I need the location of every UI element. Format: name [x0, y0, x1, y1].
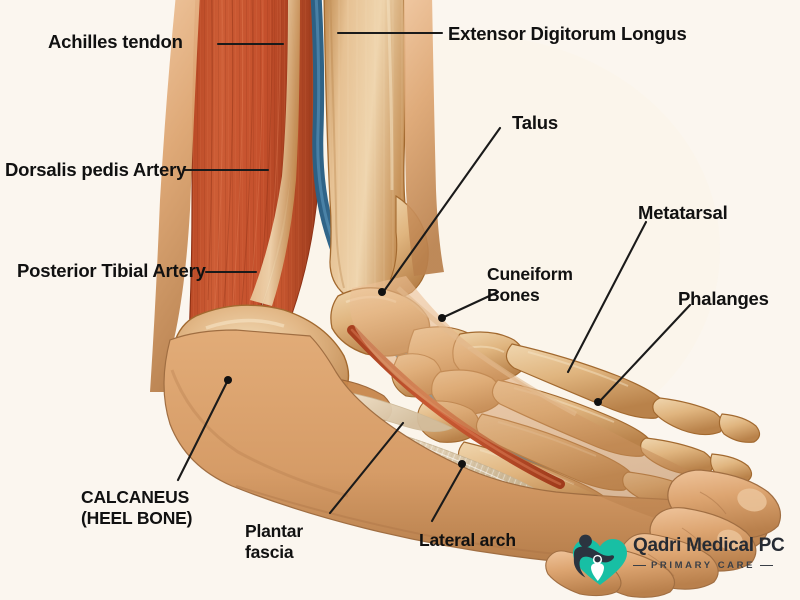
label-cuneiform-bones: Cuneiform Bones: [487, 264, 573, 305]
label-achilles-tendon: Achilles tendon: [48, 31, 183, 52]
extensor-digitorum-longus-tendon: [396, 286, 578, 417]
heart-with-caregiver-figure-icon: [573, 534, 627, 585]
toes: [545, 469, 781, 598]
leader-talus: [382, 126, 502, 293]
tagline-rule-right: [760, 564, 774, 567]
logo-brand-name: Qadri Medical PC: [633, 535, 785, 556]
leader-phalanges: [598, 303, 692, 403]
label-calcaneus: CALCANEUS (HEEL BONE): [81, 487, 193, 528]
leader-metatarsal: [566, 220, 648, 374]
dot-lateral-arch: [458, 460, 466, 468]
label-metatarsal: Metatarsal: [638, 202, 728, 223]
dot-talus: [378, 288, 386, 296]
skin-contour: [150, 0, 769, 567]
leader-plantar-fascia: [328, 421, 405, 515]
dot-phalanges: [594, 398, 602, 406]
leader-dots: [224, 288, 602, 468]
leader-calcaneus: [176, 380, 229, 482]
leader-cuneiform-bones: [442, 290, 500, 319]
leader-lateral-arch: [430, 464, 465, 523]
tagline-rule-left: [633, 564, 646, 567]
leader-lines: [176, 31, 692, 523]
label-lateral-arch: Lateral arch: [419, 530, 516, 550]
label-talus: Talus: [512, 112, 558, 133]
logo-tagline: PRIMARY CARE: [651, 560, 756, 571]
logo-tagline-row: PRIMARY CARE: [633, 560, 783, 571]
label-phalanges: Phalanges: [678, 288, 769, 309]
tibia-shaft-posterior: [250, 0, 300, 306]
dot-calcaneus: [224, 376, 232, 384]
label-plantar-fascia: Plantar fascia: [245, 521, 303, 562]
label-dorsalis-pedis-artery: Dorsalis pedis Artery: [5, 159, 187, 180]
clinic-logo: Qadri Medical PC PRIMARY CARE: [567, 531, 785, 589]
label-posterior-tibial-artery: Posterior Tibial Artery: [17, 260, 206, 281]
dot-cuneiform-bones: [438, 314, 446, 322]
label-extensor-digitorum-longus: Extensor Digitorum Longus: [448, 23, 687, 44]
